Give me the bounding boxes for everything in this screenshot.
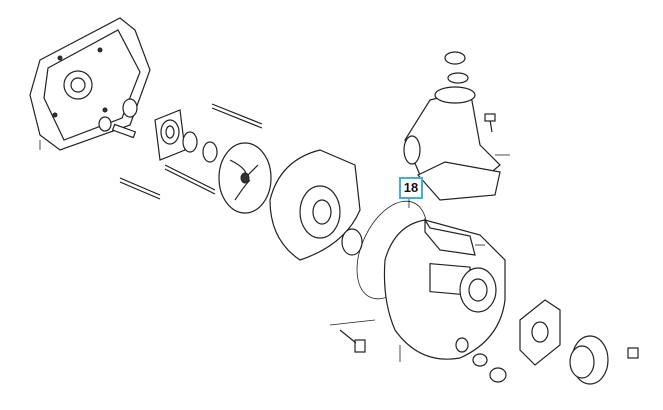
outlet-elbow <box>403 51 501 201</box>
studs <box>119 103 263 200</box>
drain-parts <box>339 299 639 385</box>
impeller <box>218 142 272 214</box>
back-plate <box>29 17 151 151</box>
pump-casing <box>383 217 506 360</box>
seal-parts <box>98 98 218 163</box>
volute-cover <box>269 149 363 261</box>
leader-lines <box>39 140 510 362</box>
part-number-callout[interactable]: 18 <box>399 177 423 199</box>
